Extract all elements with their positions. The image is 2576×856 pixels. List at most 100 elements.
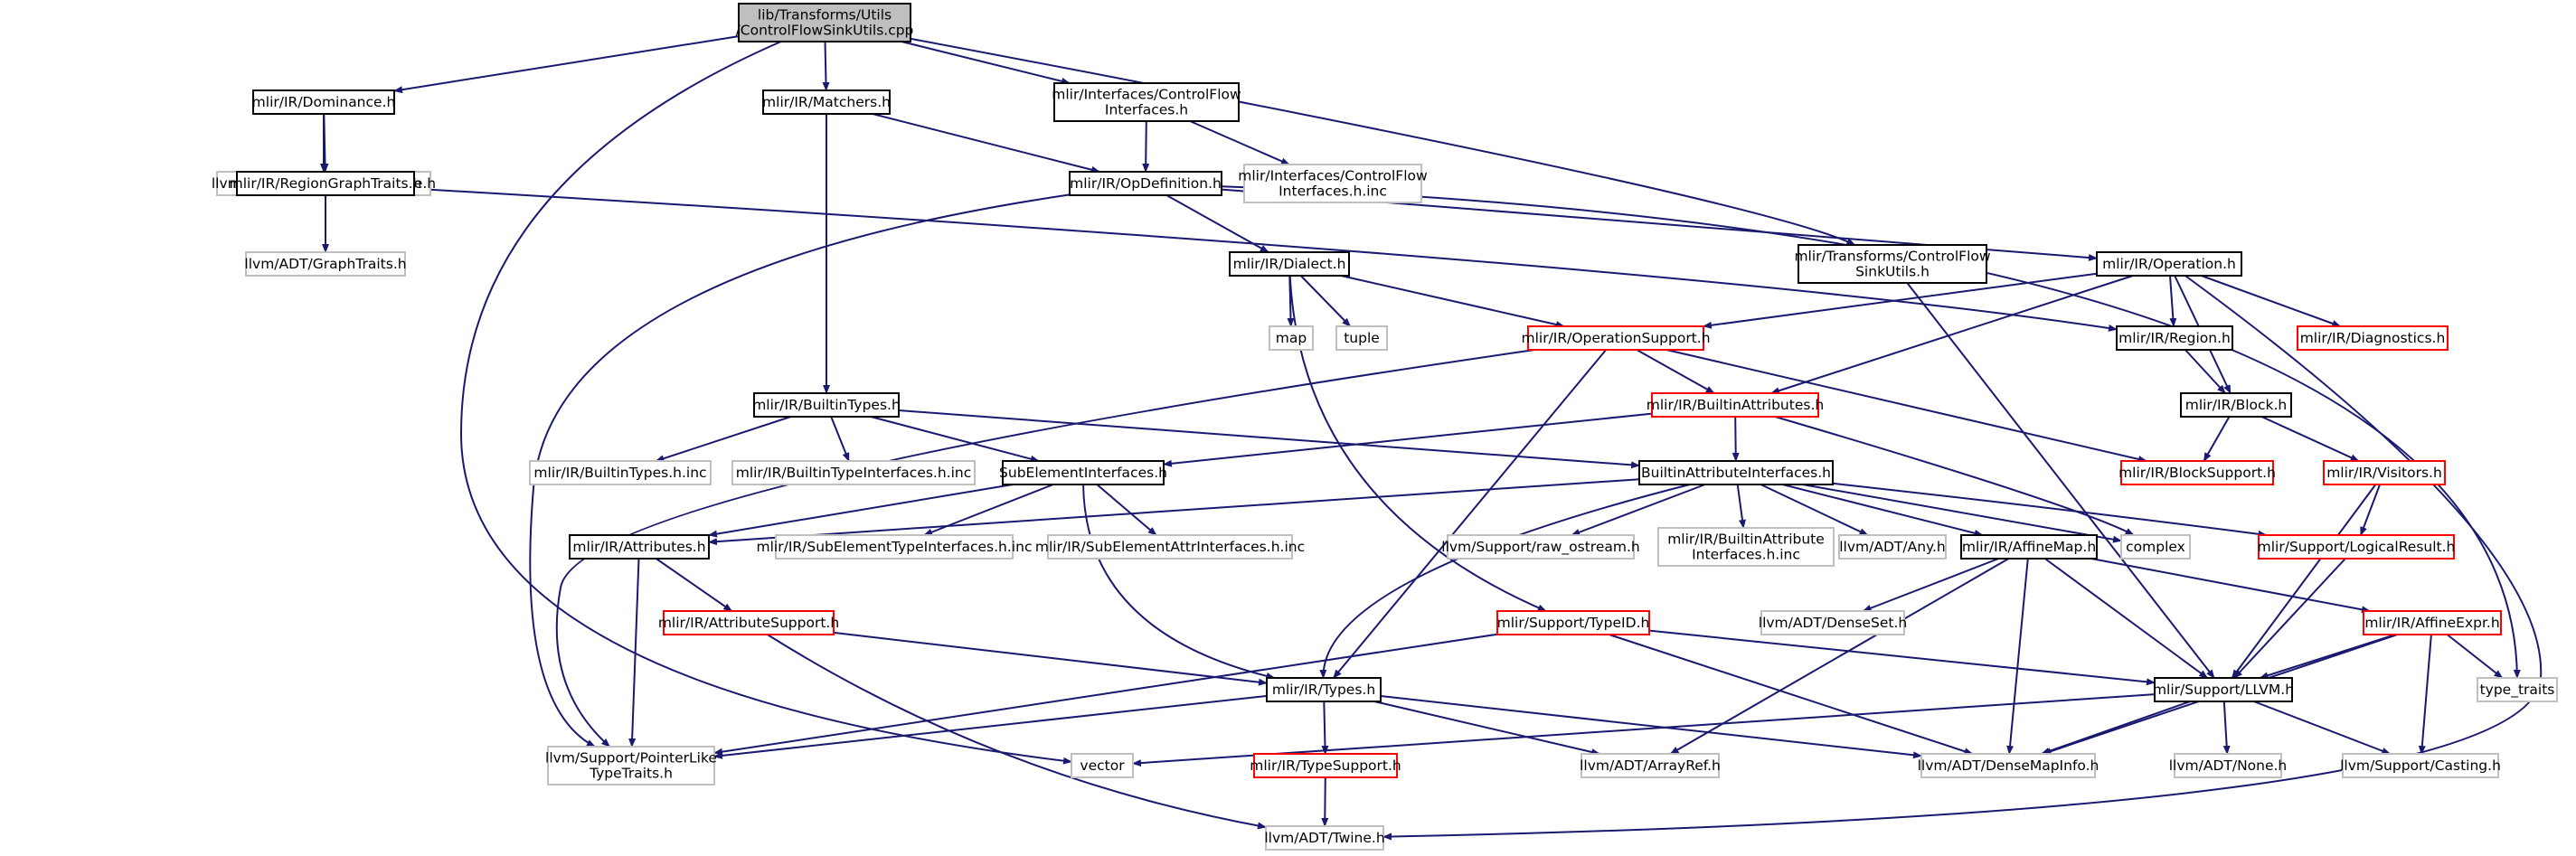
node-setiinc: mlir/IR/SubElementTypeInterfaces.h.inc <box>757 534 1033 560</box>
edge-dialect-to-opsupport <box>1340 275 1565 328</box>
node-diagnostics[interactable]: mlir/IR/Diagnostics.h <box>2297 325 2449 351</box>
node-box <box>762 89 891 115</box>
node-typesupport[interactable]: mlir/IR/TypeSupport.h <box>1250 753 1401 778</box>
node-btinc: mlir/IR/BuiltinTypes.h.inc <box>529 460 712 485</box>
edge-dialect-to-typeid <box>1288 275 1547 612</box>
node-llvm[interactable]: mlir/Support/LLVM.h <box>2153 677 2294 702</box>
node-box <box>1053 82 1240 122</box>
edge-subelem-to-attributes <box>708 484 1014 538</box>
node-densemapinfo: llvm/ADT/DenseMapInfo.h <box>1918 753 2099 778</box>
node-label: complex <box>2126 539 2185 555</box>
node-label: SubElementInterfaces.h <box>999 465 1167 481</box>
node-label: mlir/Transforms/ControlFlow <box>1794 249 1990 265</box>
node-attributes[interactable]: mlir/IR/Attributes.h <box>569 534 710 560</box>
node-box <box>2154 677 2293 702</box>
node-opdef[interactable]: mlir/IR/OpDefinition.h <box>1069 171 1222 196</box>
edge-operation-to-diagnostics <box>2201 275 2342 327</box>
node-matchers[interactable]: mlir/IR/Matchers.h <box>762 89 891 115</box>
node-box <box>2096 251 2242 277</box>
edge-visitors-to-llvm <box>2231 484 2377 679</box>
node-box <box>1798 244 1987 284</box>
node-label: Interfaces.h.inc <box>1692 547 1800 563</box>
node-label: mlir/IR/SubElementTypeInterfaces.h.inc <box>757 539 1033 555</box>
node-box <box>1002 460 1165 485</box>
edge-attributes-to-plt <box>628 558 640 748</box>
edge-attrsupport-to-twine <box>767 634 1267 830</box>
node-cfsu[interactable]: mlir/Transforms/ControlFlowSinkUtils.h <box>1794 244 1991 284</box>
node-label: mlir/Support/TypeID.h <box>1497 615 1650 631</box>
node-label: mlir/IR/Attributes.h <box>572 539 705 555</box>
edge-root-to-vector <box>459 41 1072 765</box>
node-box <box>245 251 406 277</box>
node-box <box>1581 753 1720 778</box>
node-dialect[interactable]: mlir/IR/Dialect.h <box>1229 251 1350 277</box>
node-box <box>1657 527 1835 567</box>
node-label: mlir/IR/TypeSupport.h <box>1250 757 1401 774</box>
node-label: mlir/IR/Block.h <box>2185 397 2288 413</box>
node-label: mlir/IR/Diagnostics.h <box>2300 330 2446 346</box>
edge-baiface-to-types <box>1319 484 1691 679</box>
node-box <box>2477 677 2558 702</box>
node-label: mlir/IR/Dominance.h <box>252 94 396 110</box>
edge-types-to-densemapinfo <box>1380 695 1922 759</box>
node-attrsupport[interactable]: mlir/IR/AttributeSupport.h <box>658 610 839 635</box>
node-builtintypes[interactable]: mlir/IR/BuiltinTypes.h <box>752 392 901 418</box>
node-box <box>2120 534 2191 560</box>
edge-llvm-to-densemapinfo <box>2040 701 2191 755</box>
node-opsupport[interactable]: mlir/IR/OperationSupport.h <box>1521 325 1711 351</box>
node-none: llvm/ADT/None.h <box>2169 753 2288 778</box>
node-root[interactable]: lib/Transforms/Utils/ControlFlowSinkUtil… <box>736 3 914 42</box>
node-rawostream: llvm/Support/raw_ostream.h <box>1441 534 1640 560</box>
node-operation[interactable]: mlir/IR/Operation.h <box>2096 251 2242 277</box>
node-logicalresult[interactable]: mlir/Support/LogicalResult.h <box>2258 534 2456 560</box>
node-box <box>1651 392 1819 418</box>
edge-builtinattrs-to-subelem <box>1163 412 1653 467</box>
node-box <box>731 460 976 485</box>
node-baiinc: mlir/IR/BuiltinAttributeInterfaces.h.inc <box>1657 527 1835 567</box>
node-rgt[interactable]: mlir/IR/RegionGraphTraits.h <box>230 171 422 196</box>
node-box <box>2323 460 2446 485</box>
edge-baiface-to-logicalresult <box>1832 482 2268 538</box>
node-region[interactable]: mlir/IR/Region.h <box>2116 325 2233 351</box>
node-label: mlir/IR/BuiltinAttribute <box>1667 531 1825 548</box>
node-label: mlir/IR/Region.h <box>2118 330 2231 346</box>
node-label: SinkUtils.h <box>1855 264 1930 280</box>
node-box <box>1527 325 1704 351</box>
edge-logicalresult-to-llvm <box>2233 558 2346 679</box>
node-dominance[interactable]: mlir/IR/Dominance.h <box>252 89 396 115</box>
node-baiface[interactable]: BuiltinAttributeInterfaces.h <box>1638 460 1834 485</box>
node-arrayref: llvm/ADT/ArrayRef.h <box>1580 753 1721 778</box>
node-types[interactable]: mlir/IR/Types.h <box>1266 677 1382 702</box>
node-label: /ControlFlowSinkUtils.cpp <box>736 23 914 39</box>
node-blocksupport[interactable]: mlir/IR/BlockSupport.h <box>2118 460 2276 485</box>
node-subelem[interactable]: SubElementInterfaces.h <box>999 460 1167 485</box>
node-label: map <box>1276 330 1307 346</box>
node-box <box>547 746 715 785</box>
node-label: llvm/ADT/None.h <box>2169 757 2288 774</box>
node-box <box>2120 460 2274 485</box>
node-builtinattrs[interactable]: mlir/IR/BuiltinAttributes.h <box>1647 392 1824 418</box>
node-typeid[interactable]: mlir/Support/TypeID.h <box>1496 610 1650 635</box>
node-label: llvm/Support/Casting.h <box>2340 757 2501 774</box>
node-label: lib/Transforms/Utils <box>758 7 892 24</box>
node-block[interactable]: mlir/IR/Block.h <box>2180 392 2292 418</box>
node-box <box>2258 534 2455 560</box>
edge-visitors-to-logicalresult <box>2359 484 2382 536</box>
node-label: llvm/ADT/Any.h <box>1839 539 1945 555</box>
node-label: mlir/IR/BuiltinTypes.h.inc <box>533 465 706 481</box>
edge-affineexpr-to-casting <box>2418 634 2432 755</box>
edge-llvm-to-vector <box>1132 693 2156 767</box>
node-label: TypeTraits.h <box>589 766 673 782</box>
node-visitors[interactable]: mlir/IR/Visitors.h <box>2323 460 2446 485</box>
node-box <box>775 534 1014 560</box>
node-label: mlir/IR/BuiltinTypes.h <box>752 397 901 413</box>
edge-operation-to-opsupport <box>1703 272 2098 329</box>
node-affineexpr[interactable]: mlir/IR/AffineExpr.h <box>2363 610 2502 635</box>
node-seaiinc: mlir/IR/SubElementAttrInterfaces.h.inc <box>1035 534 1305 560</box>
edge-layer <box>320 35 2543 841</box>
node-denseset: llvm/ADT/DenseSet.h <box>1759 610 1907 635</box>
node-affinemap[interactable]: mlir/IR/AffineMap.h <box>1960 534 2098 560</box>
node-label: mlir/IR/SubElementAttrInterfaces.h.inc <box>1035 539 1305 555</box>
